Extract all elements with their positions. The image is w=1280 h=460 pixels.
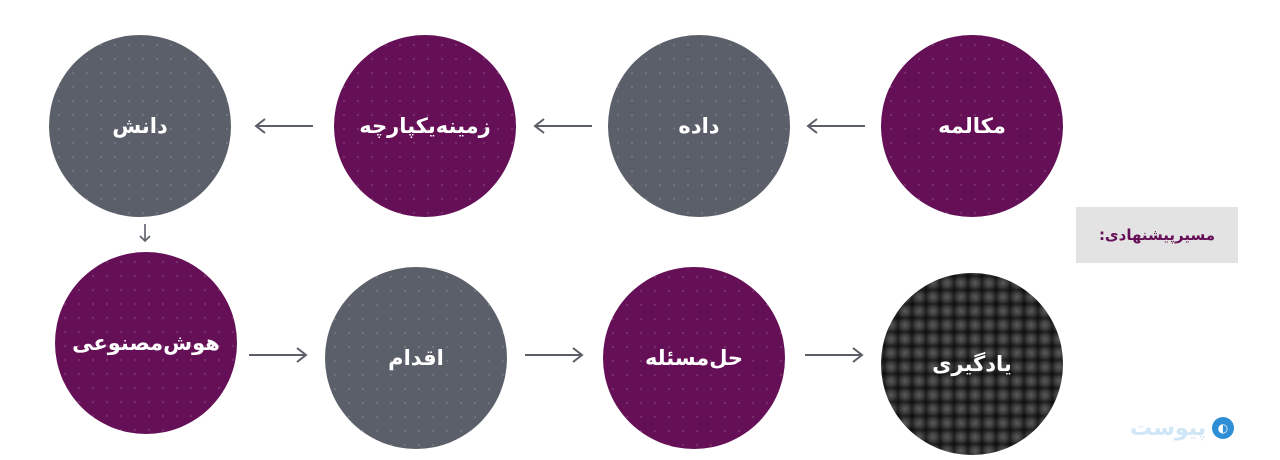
logo-text: پیوست bbox=[1130, 415, 1206, 441]
node-ai: هوش‌مصنوعی bbox=[55, 252, 237, 434]
arrow-right-icon bbox=[525, 347, 584, 363]
node-label: دانش bbox=[112, 114, 168, 138]
node-action: اقدام bbox=[325, 267, 507, 449]
node-label: یادگیری bbox=[932, 352, 1012, 376]
node-label: حل‌مسئله bbox=[644, 346, 744, 370]
arrow-left-icon bbox=[254, 118, 313, 134]
arrow-down-icon bbox=[139, 224, 151, 243]
suggested-path-text: مسیرپیشنهادی: bbox=[1098, 226, 1216, 244]
arrow-left-icon bbox=[806, 118, 865, 134]
piyast-logo-icon: ◐ bbox=[1211, 417, 1234, 439]
node-knowledge: دانش bbox=[49, 35, 231, 217]
piyast-logo: پیوست ◐ bbox=[1130, 408, 1234, 448]
node-label: زمینه‌یکپارچه bbox=[359, 114, 491, 138]
suggested-path-label: مسیرپیشنهادی: bbox=[1076, 207, 1238, 263]
node-label: مکالمه bbox=[938, 114, 1006, 138]
node-conversation: مکالمه bbox=[881, 35, 1063, 217]
arrow-right-icon bbox=[805, 347, 864, 363]
node-data: داده bbox=[608, 35, 790, 217]
node-problem-solving: حل‌مسئله bbox=[603, 267, 785, 449]
node-integrated-context: زمینه‌یکپارچه bbox=[334, 35, 516, 217]
node-label: هوش‌مصنوعی bbox=[72, 331, 220, 355]
arrow-right-icon bbox=[249, 347, 308, 363]
node-label: داده bbox=[678, 114, 720, 138]
node-learning: یادگیری bbox=[881, 273, 1063, 455]
arrow-left-icon bbox=[533, 118, 592, 134]
node-label: اقدام bbox=[388, 346, 444, 370]
